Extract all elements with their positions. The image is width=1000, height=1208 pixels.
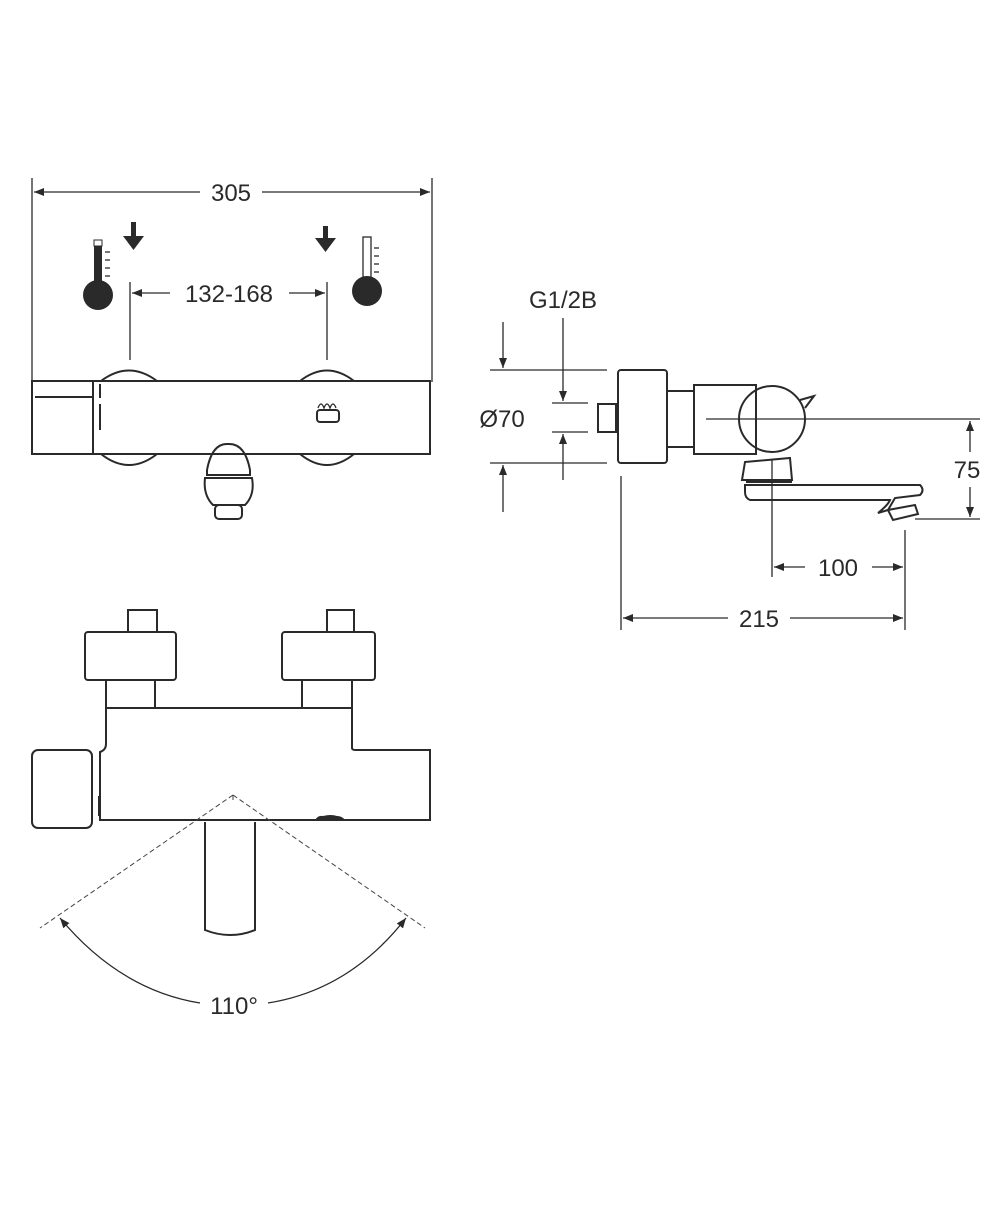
height-dimension-label: 75 xyxy=(954,457,981,484)
cold-thermometer-icon xyxy=(83,239,113,310)
top-view: 110° xyxy=(31,609,431,1020)
down-arrow-icon xyxy=(123,222,336,252)
width-dimension-label: 305 xyxy=(211,180,251,207)
front-view: 305 132-168 xyxy=(31,178,433,520)
diameter-label: Ø70 xyxy=(479,406,524,433)
inlet-spacing-label: 132-168 xyxy=(185,281,273,308)
depth-dimension-label: 215 xyxy=(739,606,779,633)
reach-dimension-label: 100 xyxy=(818,555,858,582)
hot-thermometer-icon xyxy=(352,236,382,306)
angle-label: 110° xyxy=(210,993,258,1020)
side-view: G1/2B Ø70 75 100 215 xyxy=(479,287,980,633)
thread-label: G1/2B xyxy=(529,287,597,314)
